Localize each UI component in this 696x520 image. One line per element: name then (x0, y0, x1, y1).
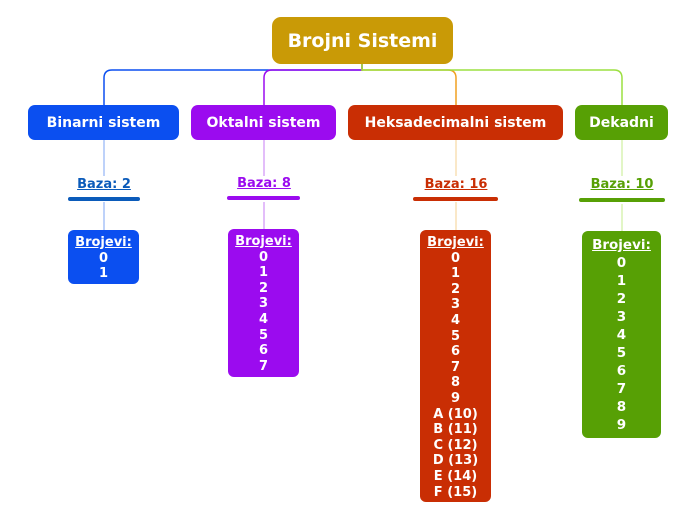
digits-header: Brojevi: (235, 234, 292, 249)
digits-header: Brojevi: (427, 235, 484, 250)
base-dekadni[interactable]: Baza: 10 (590, 177, 654, 192)
digit-item: 8 (450, 375, 461, 391)
digits-binarni[interactable]: Brojevi: 0 1 (68, 230, 139, 284)
link-root-oktalni (263, 64, 363, 105)
digit-item: 2 (258, 280, 269, 296)
digit-item: B (11) (433, 422, 478, 438)
base-binarni[interactable]: Baza: 2 (77, 177, 131, 192)
digit-item: 0 (98, 250, 109, 266)
link-root-binarni (103, 64, 363, 105)
branch-oktalni-sistem[interactable]: Oktalni sistem (191, 105, 336, 140)
branch-binarni-sistem[interactable]: Binarni sistem (28, 105, 179, 140)
digit-item: A (10) (433, 406, 478, 422)
digit-item: F (15) (433, 484, 478, 500)
root-node[interactable]: Brojni Sistemi (272, 17, 453, 64)
digit-item: 2 (616, 291, 627, 307)
digit-item: 6 (616, 363, 627, 379)
digit-item: 4 (616, 327, 627, 343)
digit-item: 1 (258, 265, 269, 281)
digit-item: 0 (450, 250, 461, 266)
digit-item: 3 (258, 296, 269, 312)
digit-item: 7 (616, 381, 627, 397)
base-heksadecimalni[interactable]: Baza: 16 (424, 177, 488, 192)
digit-item: 7 (258, 358, 269, 374)
digit-item: 9 (450, 390, 461, 406)
branch-dekadni[interactable]: Dekadni (575, 105, 668, 140)
base-oktalni-underline (227, 196, 300, 200)
digit-item: 8 (616, 399, 627, 415)
digit-item: E (14) (433, 468, 478, 484)
digit-item: 5 (450, 328, 461, 344)
digit-item: 0 (616, 255, 627, 271)
digit-item: D (13) (432, 453, 479, 469)
digit-item: 6 (450, 344, 461, 360)
digit-item: 9 (616, 417, 627, 433)
digits-header: Brojevi: (75, 235, 132, 250)
digit-item: 7 (450, 359, 461, 375)
digits-oktalni[interactable]: Brojevi: 0 1 2 3 4 5 6 7 (228, 229, 299, 377)
digit-item: 5 (616, 345, 627, 361)
digit-item: 1 (616, 273, 627, 289)
digits-dekadni[interactable]: Brojevi: 0 1 2 3 4 5 6 7 8 9 (582, 231, 661, 438)
base-binarni-underline (68, 197, 140, 201)
digit-item: 1 (450, 266, 461, 282)
digit-item: 3 (616, 309, 627, 325)
digit-item: 5 (258, 327, 269, 343)
digits-heksadecimalni[interactable]: Brojevi: 0 1 2 3 4 5 6 7 8 9 A (10) B (1… (420, 230, 491, 502)
base-oktalni[interactable]: Baza: 8 (237, 176, 291, 191)
digit-item: 0 (258, 249, 269, 265)
digit-item: C (12) (433, 437, 478, 453)
digit-item: 4 (258, 311, 269, 327)
branch-heksadecimalni-sistem[interactable]: Heksadecimalni sistem (348, 105, 563, 140)
digit-item: 6 (258, 343, 269, 359)
digit-item: 1 (98, 266, 109, 282)
base-heksadecimalni-underline (413, 197, 498, 201)
digit-item: 3 (450, 297, 461, 313)
digits-header: Brojevi: (592, 237, 651, 253)
base-dekadni-underline (579, 198, 665, 202)
link-root-dekadni (361, 64, 623, 105)
digit-item: 4 (450, 312, 461, 328)
digit-item: 2 (450, 281, 461, 297)
